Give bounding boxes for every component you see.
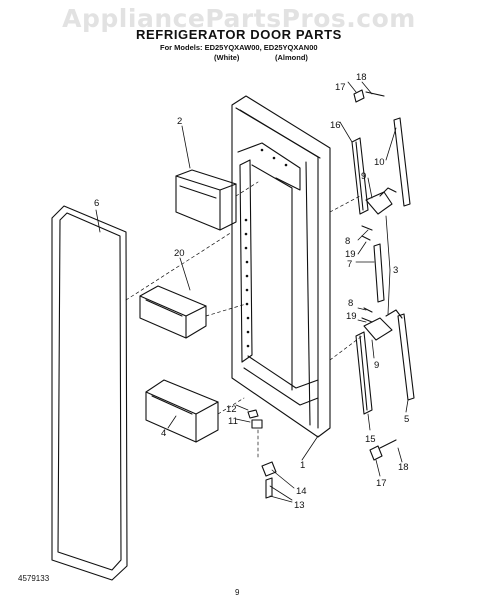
page-title: REFRIGERATOR DOOR PARTS — [136, 27, 342, 42]
door-gasket — [51, 205, 128, 581]
callout-2: 2 — [177, 116, 182, 127]
callout-5: 5 — [404, 414, 409, 425]
callout-11: 11 — [228, 416, 238, 427]
hinge-trim-lower — [355, 331, 373, 415]
callout-4: 4 — [161, 428, 166, 439]
callout-1: 1 — [300, 460, 305, 471]
hinge-upper — [365, 187, 397, 215]
callout-20: 20 — [174, 248, 185, 259]
part-number: 4579133 — [18, 574, 50, 583]
hinge-lower — [363, 309, 403, 341]
models-line: For Models: ED25YQXAW00, ED25YQXAN00 — [160, 43, 318, 52]
callout-17b: 17 — [376, 478, 387, 489]
callout-9a: 9 — [361, 171, 366, 182]
callout-8b: 8 — [348, 298, 353, 309]
callout-9b: 9 — [374, 360, 379, 371]
hinge-screws — [353, 89, 397, 461]
variant-white: (White) — [214, 53, 240, 62]
door-shelf-lower — [145, 379, 219, 443]
callout-14: 14 — [296, 486, 307, 497]
callout-labels: 6 2 20 4 17 18 16 10 9 8 19 7 3 8 19 9 5… — [94, 72, 409, 511]
watermark: AppliancePartsPros.com — [62, 4, 416, 33]
callout-6: 6 — [94, 198, 99, 209]
callout-18a: 18 — [356, 72, 367, 83]
callout-7: 7 — [347, 259, 352, 270]
door-stop-hardware — [247, 409, 277, 499]
callout-18b: 18 — [398, 462, 409, 473]
refrigerator-door — [231, 95, 331, 438]
trim-strip-lower — [397, 313, 415, 401]
hinge-trim-upper — [351, 137, 369, 215]
door-shelf-upper — [139, 285, 207, 339]
alignment-lines — [125, 181, 363, 461]
spring-rod — [373, 243, 385, 303]
dairy-bin — [175, 169, 237, 231]
leader-lines — [95, 81, 409, 503]
callout-17a: 17 — [335, 82, 346, 93]
callout-19a: 19 — [345, 249, 356, 260]
callout-12: 12 — [226, 404, 237, 415]
callout-3: 3 — [393, 265, 398, 276]
callout-15: 15 — [365, 434, 376, 445]
variant-almond: (Almond) — [275, 53, 308, 62]
callout-13: 13 — [294, 500, 305, 511]
callout-10: 10 — [374, 157, 385, 168]
callout-19b: 19 — [346, 311, 357, 322]
callout-8a: 8 — [345, 236, 350, 247]
callout-16: 16 — [330, 120, 341, 131]
trim-strip-upper — [393, 117, 411, 207]
door-mounting-holes — [244, 148, 288, 348]
page-number: 9 — [235, 588, 240, 597]
